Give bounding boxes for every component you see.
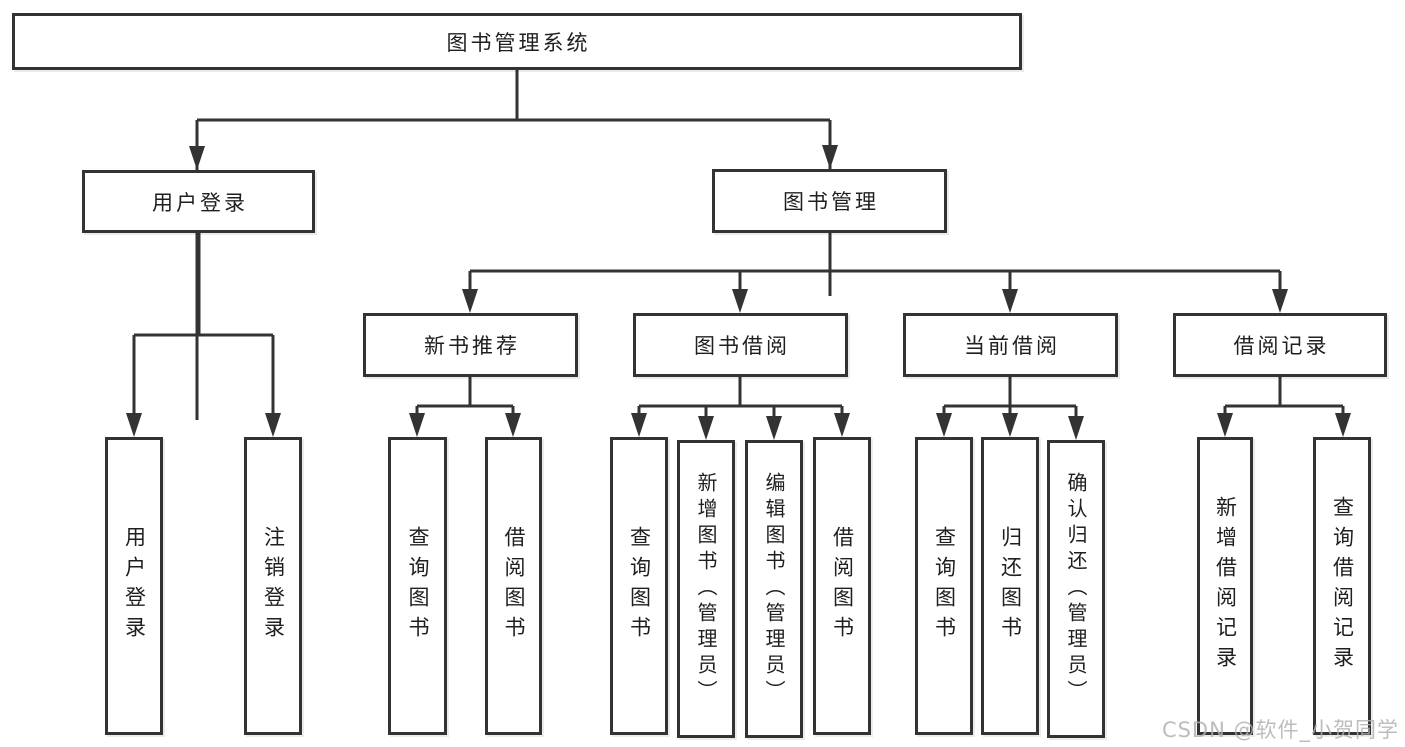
- node-book-borrow: 图书借阅: [633, 313, 848, 377]
- node-borrow-record: 借阅记录: [1173, 313, 1387, 377]
- node-label: 借阅图书: [830, 526, 855, 646]
- node-label: 图书借阅: [694, 334, 790, 358]
- node-user-login: 用户登录: [82, 170, 315, 233]
- node-label: 借阅记录: [1233, 334, 1330, 358]
- node-leaf-borrow-books-2: 借阅图书: [813, 437, 871, 735]
- node-leaf-query-books-3: 查询图书: [915, 437, 973, 735]
- node-label: 查询图书: [406, 526, 430, 646]
- node-current-borrow: 当前借阅: [903, 313, 1118, 377]
- node-label: 归还图书: [998, 526, 1023, 646]
- node-label: 当前借阅: [964, 334, 1060, 358]
- node-leaf-borrow-books-1: 借阅图书: [485, 437, 542, 735]
- node-library-management-system: 图书管理系统: [12, 13, 1022, 70]
- node-label: 新书推荐: [424, 334, 520, 358]
- node-label: 编辑图书（管理员）: [762, 472, 786, 706]
- node-label: 查询图书: [932, 526, 957, 646]
- arrowhead-icons: [126, 145, 1351, 440]
- node-book-management: 图书管理: [712, 169, 947, 233]
- watermark-text: CSDN @软件_小贺同学: [1161, 718, 1399, 742]
- node-label: 借阅图书: [502, 526, 526, 646]
- node-leaf-add-books-admin: 新增图书（管理员）: [677, 440, 735, 738]
- node-label: 新增借阅记录: [1213, 496, 1238, 676]
- node-leaf-return-books: 归还图书: [981, 437, 1039, 735]
- node-leaf-user-login: 用户登录: [105, 437, 163, 735]
- node-label: 新增图书（管理员）: [694, 472, 718, 706]
- node-label: 用户登录: [152, 190, 248, 215]
- node-label: 查询图书: [627, 526, 652, 646]
- node-leaf-edit-books-admin: 编辑图书（管理员）: [745, 440, 803, 738]
- node-new-book-recommend: 新书推荐: [363, 313, 578, 377]
- node-leaf-query-books-2: 查询图书: [610, 437, 668, 735]
- node-leaf-logout: 注销登录: [244, 437, 302, 735]
- node-leaf-query-books-1: 查询图书: [388, 437, 447, 735]
- node-leaf-query-borrow-record: 查询借阅记录: [1313, 437, 1371, 735]
- node-label: 确认归还（管理员）: [1064, 472, 1088, 706]
- node-label: 用户登录: [122, 526, 147, 646]
- node-leaf-add-borrow-record: 新增借阅记录: [1197, 437, 1253, 735]
- node-label: 图书管理: [783, 190, 879, 214]
- node-label: 注销登录: [261, 526, 286, 646]
- node-label: 图书管理系统: [446, 30, 591, 55]
- node-label: 查询借阅记录: [1330, 496, 1355, 676]
- node-leaf-confirm-return-admin: 确认归还（管理员）: [1047, 440, 1105, 738]
